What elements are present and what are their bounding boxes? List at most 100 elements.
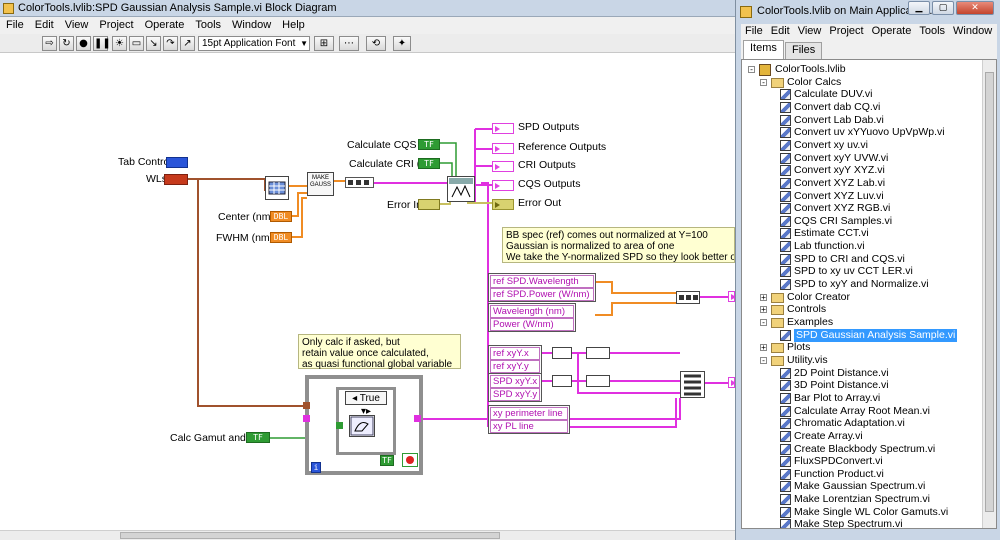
center-label: Center (nm) (218, 211, 275, 223)
expand-icon[interactable]: + (760, 343, 767, 353)
menu-project[interactable]: Project (99, 19, 134, 31)
menu-file[interactable]: File (745, 25, 763, 37)
fwhm-type: DBL (273, 233, 289, 242)
bundle-node-4[interactable] (586, 375, 610, 387)
vi-icon (780, 203, 791, 215)
cqs-outputs-terminal[interactable] (492, 180, 514, 191)
calc-cri-terminal[interactable]: TF (418, 158, 440, 169)
center-terminal[interactable]: DBL (270, 211, 292, 222)
spd-analysis-subvi[interactable] (447, 176, 475, 202)
maximize-icon[interactable]: ▢ (932, 1, 954, 15)
make-gaussian-node[interactable]: MAKE GAUSS (307, 172, 334, 196)
menu-help[interactable]: Help (282, 19, 305, 31)
pause-icon[interactable]: ❚❚ (93, 36, 111, 51)
error-out-terminal[interactable] (492, 199, 514, 210)
unbundle-spd[interactable]: Wavelength (nm) Power (W/nm) (488, 303, 576, 332)
project-tree-scrollbar[interactable] (982, 60, 996, 528)
fwhm-terminal[interactable]: DBL (270, 232, 292, 243)
menu-operate[interactable]: Operate (144, 19, 185, 31)
menu-window[interactable]: Window (232, 19, 272, 31)
step-into-icon[interactable]: ↘ (146, 36, 161, 51)
stop-condition-terminal[interactable] (402, 453, 418, 467)
bundle-node-3[interactable] (586, 347, 610, 359)
run-arrow-icon[interactable]: ⇨ (42, 36, 57, 51)
spd-outputs-terminal[interactable] (492, 123, 514, 134)
menu-view[interactable]: View (797, 25, 822, 37)
highlight-execution-icon[interactable]: ☀ (112, 36, 127, 51)
collapse-icon[interactable]: - (760, 77, 767, 87)
plot-indicator-2[interactable] (728, 377, 736, 388)
horizontal-scrollbar-thumb[interactable] (120, 532, 500, 539)
calc-gamut-terminal[interactable]: TF (246, 432, 270, 443)
bundle-node-2[interactable] (676, 291, 700, 304)
comment-line-1: BB spec (ref) comes out normalized at Y=… (506, 230, 708, 241)
gamut-subvi[interactable] (349, 415, 375, 437)
distribute-objects-icon[interactable]: ⋯ (339, 36, 359, 51)
step-out-icon[interactable]: ↗ (180, 36, 195, 51)
collapse-icon[interactable]: - (760, 355, 767, 365)
error-in-terminal[interactable] (418, 199, 440, 210)
align-objects-icon[interactable]: ⊞ (314, 36, 334, 51)
close-icon[interactable]: ✕ (956, 1, 994, 15)
unbundle-gamut[interactable]: xy perimeter line xy PL line (488, 405, 570, 434)
build-array-node-1[interactable] (552, 347, 572, 359)
menu-tools[interactable]: Tools (919, 25, 946, 37)
tab-files[interactable]: Files (785, 42, 823, 59)
font-select[interactable]: 15pt Application Font▼ (198, 36, 310, 51)
menu-window[interactable]: Window (953, 25, 993, 37)
abort-icon[interactable]: ● (76, 36, 91, 51)
tree-item-label: Make Gaussian Spectrum.vi (794, 480, 926, 493)
unbundle-row: ref SPD.Power (W/nm) (490, 288, 594, 301)
comment-line-3: We take the Y-normalized SPD so they loo… (506, 252, 734, 263)
retain-wire-values-icon[interactable]: ▭ (129, 36, 144, 51)
collapse-icon[interactable]: - (748, 65, 755, 74)
horizontal-scrollbar[interactable] (0, 530, 735, 540)
array-build-node[interactable] (265, 176, 289, 200)
case-selector-right-arrow-icon[interactable]: ▾▸ (360, 406, 372, 417)
stop-constant-terminal[interactable]: TF (380, 455, 394, 466)
bundle-node-1[interactable] (345, 177, 374, 188)
menu-edit[interactable]: Edit (770, 25, 790, 37)
calc-cqs-terminal[interactable]: TF (418, 139, 440, 150)
reference-outputs-terminal[interactable] (492, 143, 514, 154)
menu-tools[interactable]: Tools (195, 19, 222, 31)
vi-icon (780, 380, 791, 392)
wls-terminal[interactable] (164, 174, 188, 185)
project-explorer-window: ColorTools.lvlib on Main Applicatio... ▁… (735, 0, 1000, 540)
cri-outputs-terminal[interactable] (492, 161, 514, 172)
folder-icon (771, 305, 784, 316)
cleanup-diagram-icon[interactable]: ✦ (393, 36, 411, 51)
step-over-icon[interactable]: ↷ (163, 36, 178, 51)
expand-icon[interactable]: + (760, 305, 767, 315)
menu-project[interactable]: Project (829, 25, 864, 37)
shift-register-cluster-right[interactable] (414, 415, 421, 422)
case-selector-left-arrow-icon[interactable]: ◂ (352, 393, 358, 404)
tab-items[interactable]: Items (743, 40, 784, 59)
menu-operate[interactable]: Operate (871, 25, 912, 37)
vi-icon (780, 468, 791, 480)
unbundle-spd-xyy[interactable]: SPD xyY.x SPD xyY.y (488, 373, 542, 402)
tab-control-terminal[interactable] (166, 157, 188, 168)
collapse-icon[interactable]: - (760, 318, 767, 327)
menu-file[interactable]: File (6, 19, 24, 31)
expand-icon[interactable]: + (760, 292, 767, 302)
case-selector-tunnel[interactable] (336, 422, 343, 429)
unbundle-ref-xyy[interactable]: ref xyY.x ref xyY.y (488, 345, 542, 374)
while-loop-frame[interactable]: ◂ True ▾▸ i (305, 375, 423, 475)
run-continuous-icon[interactable]: ↻ (59, 36, 74, 51)
tree-item-label: Make Step Spectrum.vi (794, 518, 903, 529)
case-selector[interactable]: ◂ True ▾▸ (345, 391, 387, 417)
menu-edit[interactable]: Edit (34, 19, 54, 31)
build-array-node-3[interactable] (680, 371, 705, 398)
shift-register-cluster-left[interactable] (303, 415, 310, 422)
unbundle-ref-spd[interactable]: ref SPD.Wavelength (nm) ref SPD.Power (W… (488, 273, 596, 302)
project-tree-scrollbar-thumb[interactable] (985, 72, 994, 512)
shift-register-left[interactable] (303, 402, 310, 409)
case-structure[interactable]: ◂ True ▾▸ (336, 387, 396, 455)
minimize-icon[interactable]: ▁ (908, 1, 930, 15)
reorder-icon[interactable]: ⟲ (366, 36, 386, 51)
build-array-node-2[interactable] (552, 375, 572, 387)
plot-indicator-1[interactable] (728, 291, 736, 302)
menu-view[interactable]: View (64, 19, 89, 31)
